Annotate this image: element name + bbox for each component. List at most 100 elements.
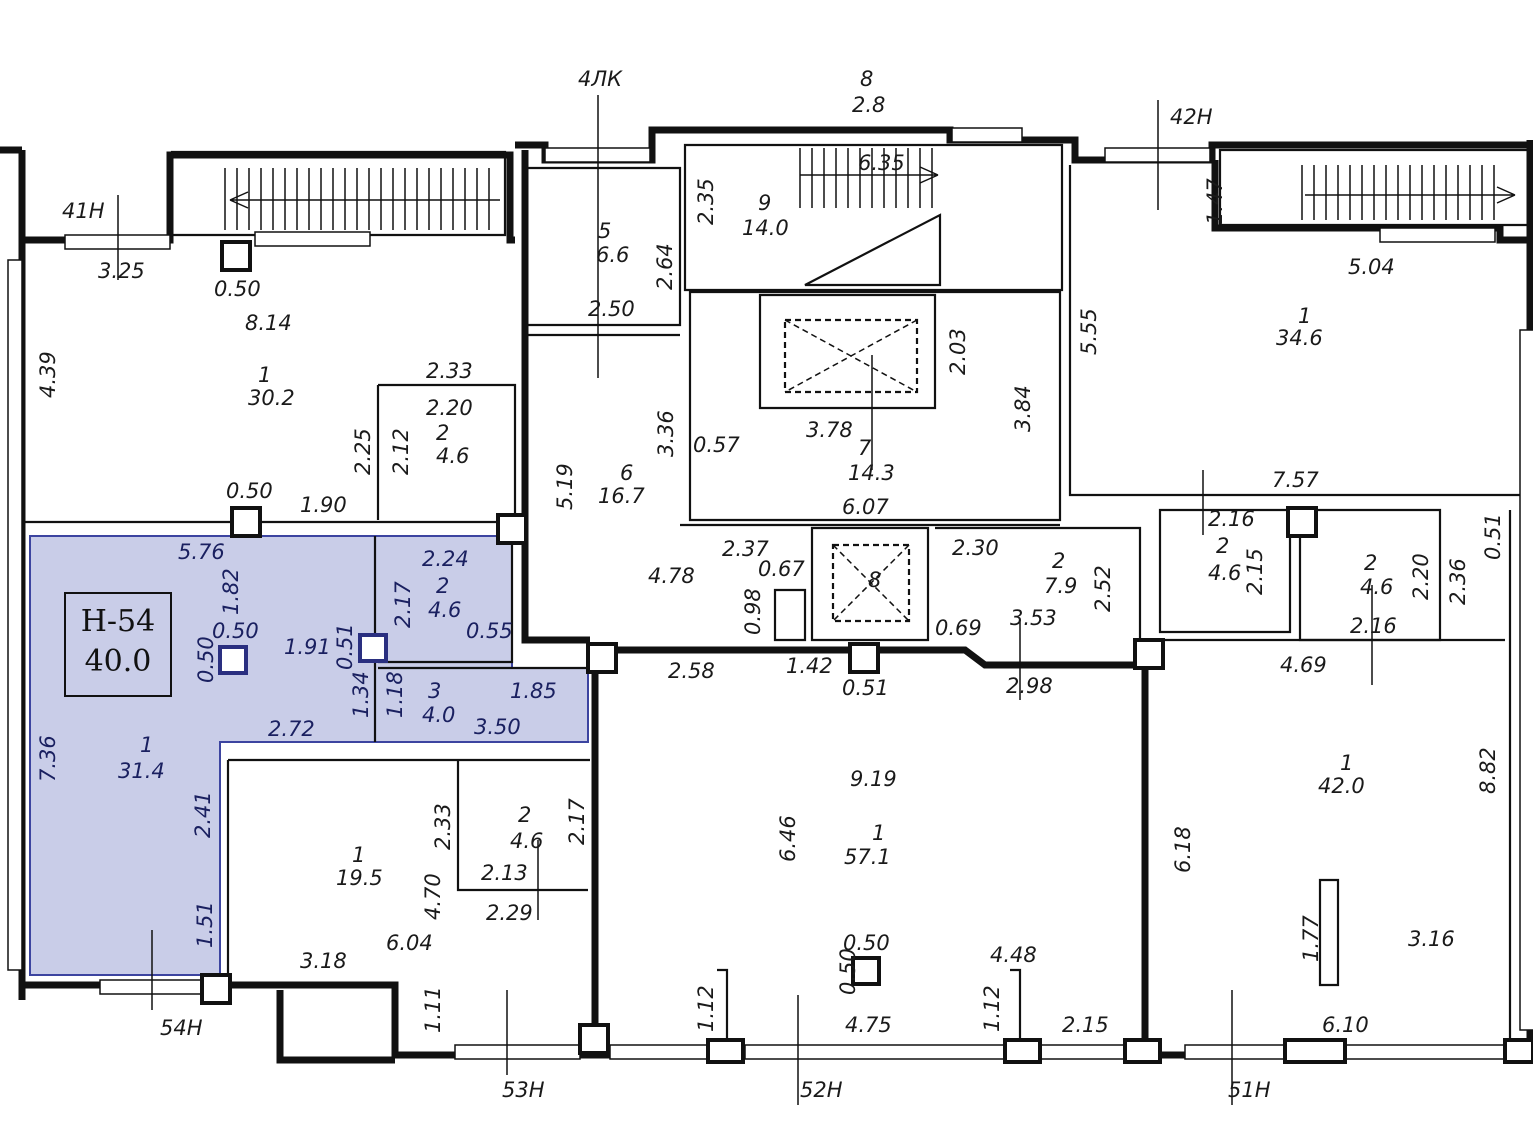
dimension-label: 2.58: [668, 659, 715, 683]
dimension-label: 2.15: [1243, 548, 1267, 595]
dimension-label: 4.6: [428, 598, 461, 622]
dimension-label: 1.12: [980, 985, 1004, 1032]
dimension-label: 2: [1364, 551, 1377, 575]
dimension-label: 6.6: [596, 243, 629, 267]
dimension-label: 53Н: [502, 1078, 545, 1102]
dimension-label: 4.78: [648, 564, 695, 588]
dimension-label: 2.30: [952, 536, 999, 560]
dimension-label: 4.0: [422, 703, 455, 727]
dimension-label: 14.0: [742, 216, 789, 240]
dimension-label: 3: [428, 679, 441, 703]
dimension-label: 2.29: [486, 901, 533, 925]
dimension-label: 2.17: [391, 581, 415, 628]
dimension-label: 2: [436, 421, 449, 445]
unit-h54-tag: Н-54 40.0: [64, 592, 172, 697]
dimension-label: 9.19: [850, 767, 897, 791]
dimension-label: 1: [352, 843, 365, 867]
dimension-label: 2.03: [946, 328, 970, 375]
dimension-label: 2.20: [1409, 553, 1433, 600]
dimension-label: 4.39: [36, 351, 60, 398]
dimension-label: 1.34: [349, 671, 373, 718]
elevator-shafts: [783, 318, 919, 623]
dimension-label: 1: [140, 733, 153, 757]
dimension-label: 1: [1340, 751, 1353, 775]
dimension-label: 0.51: [1481, 513, 1505, 560]
dimension-label: 6.46: [776, 815, 800, 862]
dimension-label: 2.13: [481, 861, 528, 885]
dimension-label: 0.57: [693, 433, 740, 457]
dimension-label: 4ЛК: [578, 67, 623, 91]
dimension-label: 6: [620, 461, 633, 485]
dimension-label: 2.16: [1350, 614, 1397, 638]
dimension-label: 8: [860, 67, 873, 91]
dimension-label: 4.6: [1208, 561, 1241, 585]
dimension-label: 0.67: [758, 557, 805, 581]
dimension-label: 3.78: [806, 418, 853, 442]
unit-area: 40.0: [84, 644, 152, 679]
dimension-label: 19.5: [336, 866, 383, 890]
dimension-label: 2: [518, 803, 531, 827]
dimension-label: 6.04: [386, 931, 433, 955]
dimension-label: 6.35: [858, 151, 905, 175]
dimension-label: 7.36: [36, 735, 60, 782]
dimension-label: 7: [858, 436, 872, 460]
dimension-label: 0.51: [842, 676, 889, 700]
dimension-label: 3.16: [1408, 927, 1455, 951]
dimension-label: 2.37: [722, 537, 769, 561]
dimension-label: 52Н: [800, 1078, 843, 1102]
dimension-label: 30.2: [248, 386, 295, 410]
dimension-label: 1.12: [694, 985, 718, 1032]
dimension-label: 2: [436, 574, 449, 598]
dimension-label: 1.11: [421, 986, 445, 1033]
dimension-label: 1: [1298, 304, 1311, 328]
dimension-label: 51Н: [1228, 1078, 1271, 1102]
dimension-label: 3.84: [1011, 385, 1035, 432]
dimension-label: 2.36: [1446, 558, 1470, 605]
dimension-label: 1.91: [284, 635, 331, 659]
dimension-label: 1.18: [383, 671, 407, 718]
dimension-label: 31.4: [118, 759, 165, 783]
dimension-label: 3.53: [1010, 606, 1057, 630]
dimension-label: 2.16: [1208, 507, 1255, 531]
dimension-label: 0.55: [466, 619, 513, 643]
dimension-label: 1.47: [1203, 178, 1227, 225]
dimension-label: 5.55: [1077, 308, 1101, 355]
stairs: [224, 148, 1516, 287]
dimension-label: 4.70: [421, 873, 445, 920]
dimension-label: 6.18: [1171, 826, 1195, 873]
dimension-label: 1.90: [300, 493, 347, 517]
leader-lines: [117, 95, 1373, 1105]
dimension-label: 2.20: [426, 396, 473, 420]
dimension-label: 3.50: [474, 715, 521, 739]
dimension-label: 0.50: [194, 636, 218, 683]
dimension-label: 2.33: [431, 803, 455, 850]
dimension-label: 2.72: [268, 717, 315, 741]
dimension-label: 8.14: [245, 311, 292, 335]
dimension-label: 42.0: [1318, 774, 1365, 798]
dimension-label: 1.77: [1299, 915, 1323, 962]
dimension-label: 4.48: [990, 943, 1037, 967]
dimension-label: 1: [872, 821, 885, 845]
dimension-label: 2.24: [422, 547, 469, 571]
dimension-label: 1.85: [510, 679, 557, 703]
dimension-label: 2.64: [653, 243, 677, 290]
dimension-label: 5.19: [553, 463, 577, 510]
dimension-label: 0.50: [212, 619, 259, 643]
dimension-label: 0.50: [226, 479, 273, 503]
dimension-label: 5.76: [178, 540, 225, 564]
dimension-label: 4.6: [436, 444, 469, 468]
dimension-label: 4.69: [1280, 653, 1327, 677]
columns: [200, 240, 1533, 1064]
dimension-label: 0.50: [843, 931, 890, 955]
dimension-label: 57.1: [844, 845, 891, 869]
dimension-label: 1: [258, 363, 271, 387]
dimension-label: 0.50: [836, 948, 860, 995]
dimension-label: 2.35: [694, 178, 718, 225]
dimension-label: 2.41: [191, 791, 215, 838]
dimension-label: 41Н: [62, 199, 105, 223]
dimension-label: 2.50: [588, 297, 635, 321]
dimension-label: 2.98: [1006, 674, 1053, 698]
dimension-label: 16.7: [598, 484, 645, 508]
dimension-label: 0.51: [333, 623, 357, 670]
